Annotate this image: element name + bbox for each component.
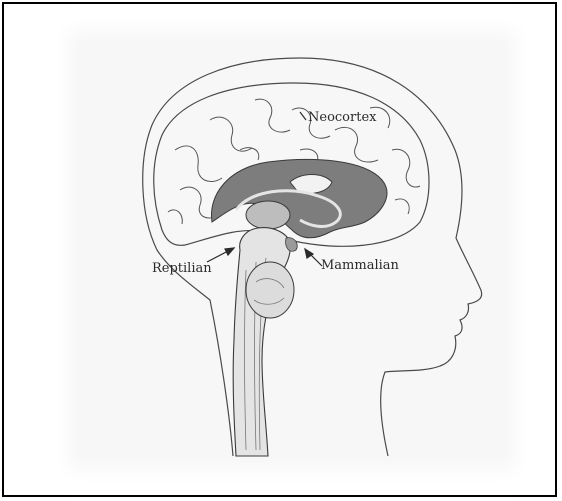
- label-reptilian: Reptilian: [152, 261, 212, 276]
- thalamus: [246, 201, 290, 229]
- label-mammalian: Mammalian: [321, 258, 399, 273]
- label-neocortex: Neocortex: [308, 110, 376, 125]
- brainstem: [233, 228, 290, 456]
- limbic-band: [211, 159, 386, 237]
- pons: [246, 262, 294, 318]
